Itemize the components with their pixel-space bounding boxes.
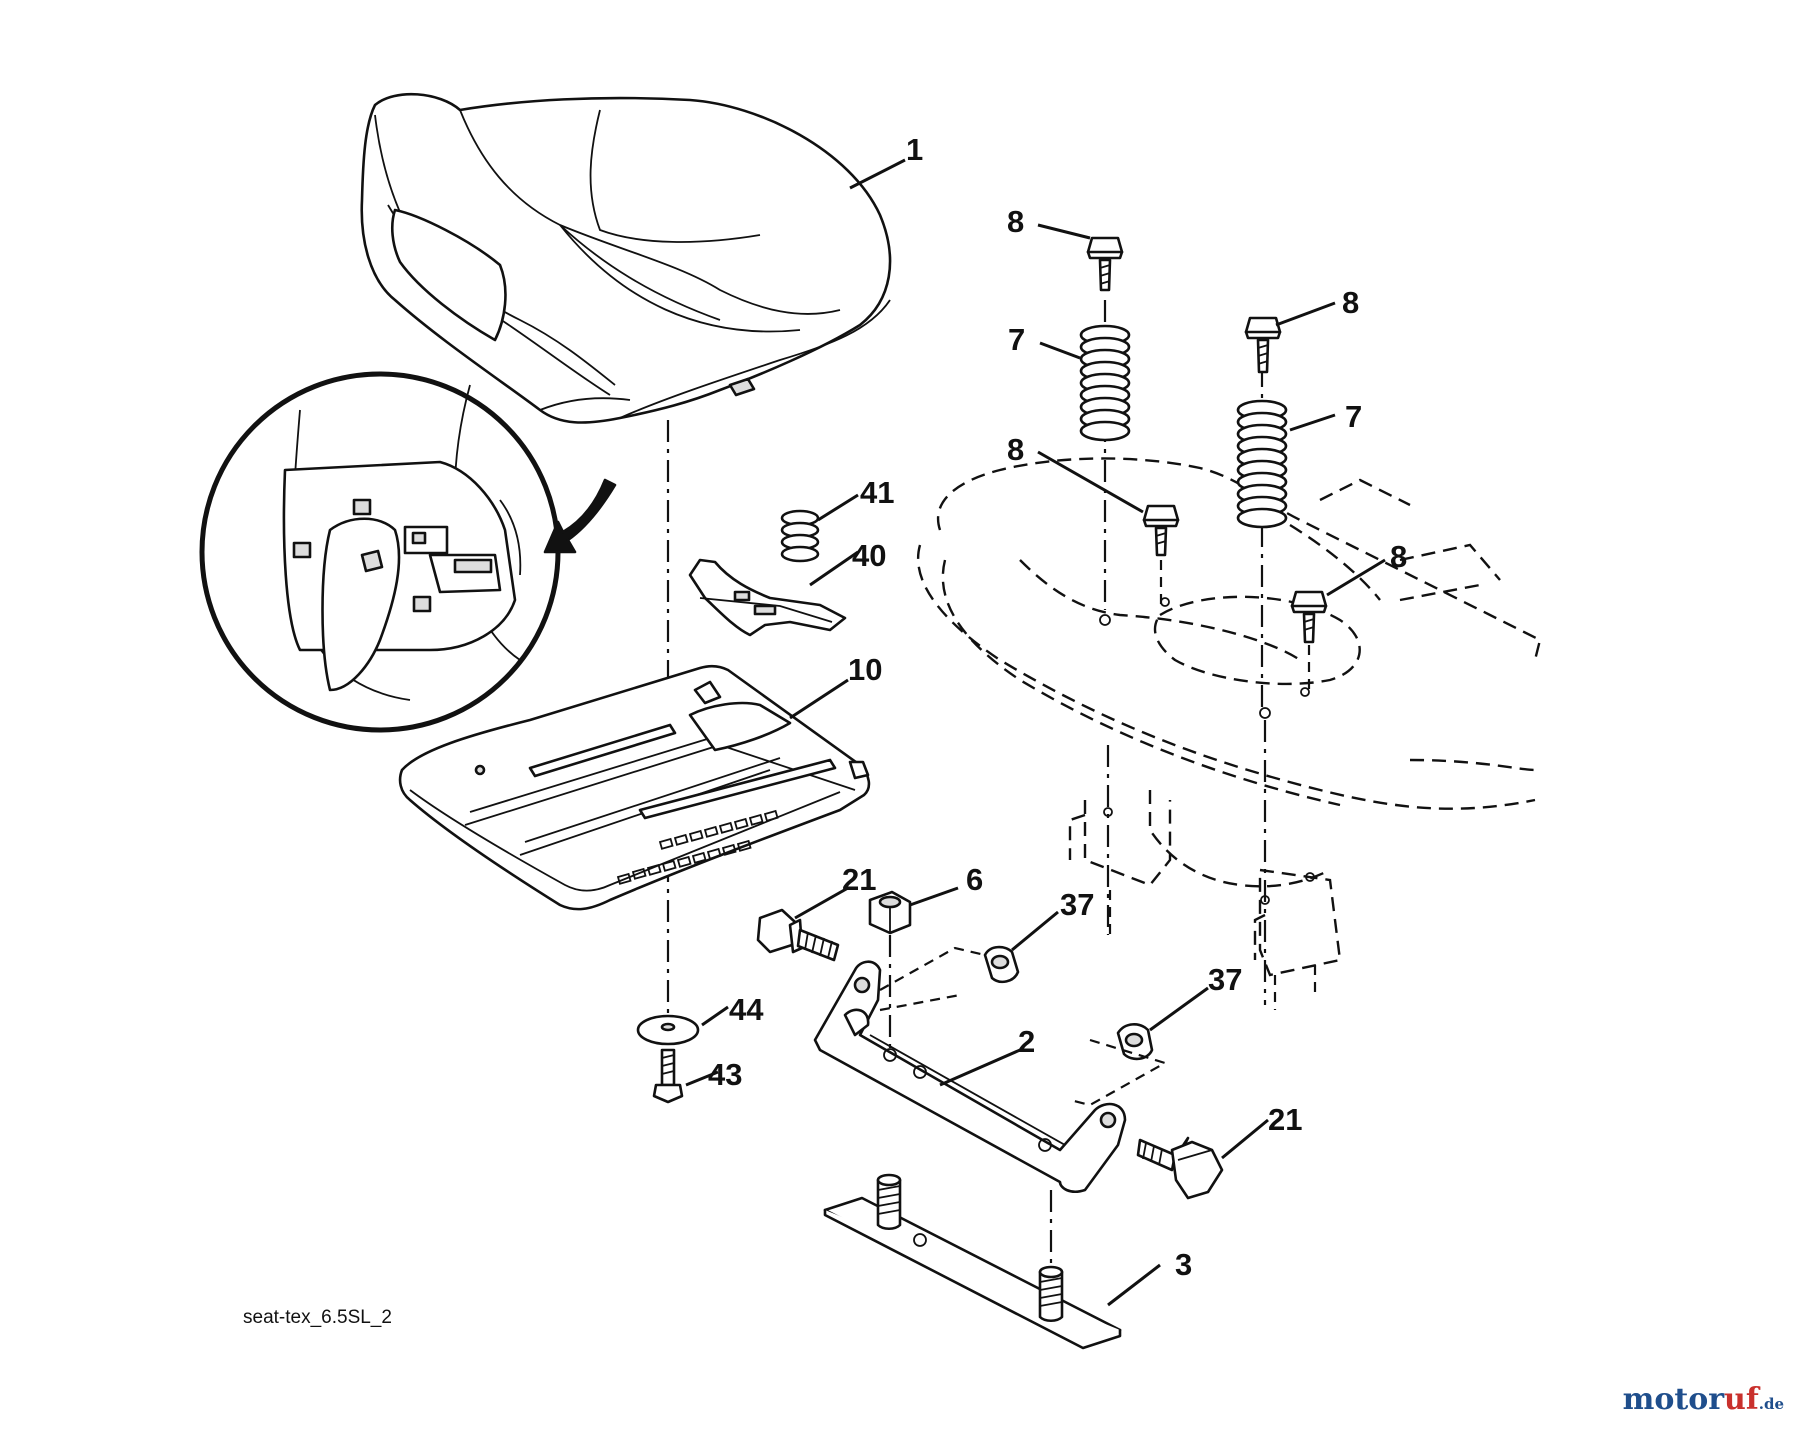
- callout-bolt-mid-right: 8: [1390, 539, 1407, 574]
- screw: [652, 1048, 684, 1104]
- spring-right: [1236, 365, 1288, 710]
- callout-bolt-top-left: 8: [1007, 204, 1024, 239]
- stud-right: [1038, 1265, 1064, 1323]
- watermark-suffix: .de: [1758, 1395, 1784, 1413]
- bolt-top-right: [1244, 316, 1282, 374]
- bolt-mid-left: [1142, 504, 1180, 605]
- spring-small: [780, 509, 820, 563]
- latch-detail-inset: [199, 371, 617, 733]
- callout-base-plate: 3: [1175, 1247, 1192, 1282]
- site-watermark: motoruf.de: [1623, 1382, 1784, 1417]
- bushing-lower: [1116, 1023, 1154, 1061]
- callout-spring-right: 7: [1345, 399, 1362, 434]
- nut: [868, 890, 912, 935]
- frame-outline: [916, 457, 1542, 1010]
- callout-spring-left: 7: [1008, 322, 1025, 357]
- leader-lines: [685, 158, 1386, 1307]
- bolt-top-left: [1086, 236, 1124, 292]
- callout-bushing-lower: 37: [1208, 962, 1242, 997]
- watermark-accent: uf: [1724, 1382, 1759, 1417]
- washer: [636, 1014, 700, 1046]
- callout-bolt-top-right: 8: [1342, 285, 1359, 320]
- callout-latch: 40: [852, 538, 886, 573]
- callout-bushing-upper: 37: [1060, 887, 1094, 922]
- seat-cushion: [360, 92, 892, 424]
- seat-pan-adjust-slots: [616, 809, 779, 885]
- bolt-right: [1136, 1136, 1224, 1200]
- spring-left: [1079, 300, 1131, 610]
- diagram-caption: seat-tex_6.5SL_2: [243, 1307, 392, 1328]
- latch-plate: [688, 558, 847, 637]
- callout-nut: 6: [966, 862, 983, 897]
- bushing-upper: [983, 945, 1020, 984]
- base-plate: [823, 1173, 1122, 1350]
- bolt-mid-right: [1290, 590, 1328, 690]
- stud-left: [876, 1173, 902, 1231]
- callout-seat-pan: 10: [848, 652, 882, 687]
- seat-pan: [398, 664, 871, 911]
- callout-bolt-left: 21: [842, 862, 876, 897]
- callout-screw: 43: [708, 1057, 742, 1092]
- callout-spring-small: 41: [860, 475, 894, 510]
- watermark-main: motor: [1622, 1382, 1725, 1417]
- callout-bolt-right: 21: [1268, 1102, 1302, 1137]
- callout-seat: 1: [906, 132, 923, 167]
- bracket: [813, 960, 1127, 1193]
- callout-washer: 44: [729, 992, 764, 1027]
- callout-bolt-mid-left: 8: [1007, 432, 1024, 467]
- bolt-left: [756, 908, 840, 962]
- callout-bracket: 2: [1018, 1024, 1035, 1059]
